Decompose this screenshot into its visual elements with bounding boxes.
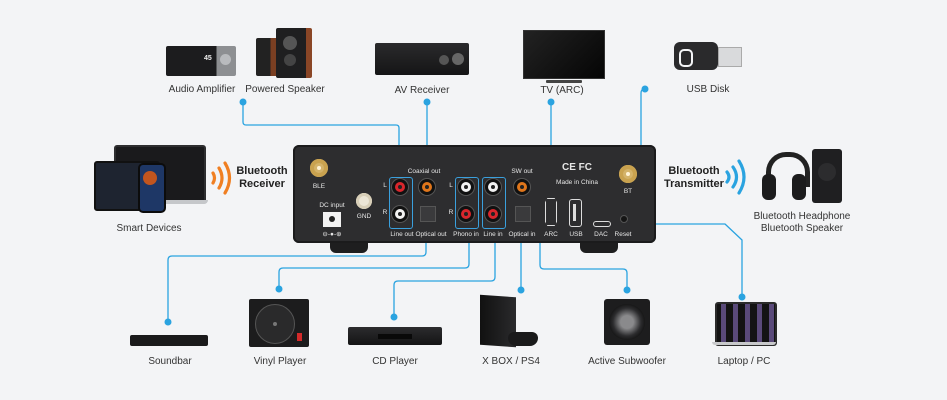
connector-dot (641, 85, 649, 93)
phono-in-l-jack[interactable] (458, 179, 474, 195)
ble-antenna-connector[interactable] (310, 159, 328, 177)
device-rear-panel: BLE DC input ⊖-●-⊕ GND Coaxial out L R L… (293, 145, 656, 243)
usb-port[interactable] (569, 199, 582, 227)
phono-in-label: Phono in (453, 231, 479, 238)
line-in-group (482, 177, 506, 229)
line-out-group (389, 177, 413, 229)
panel-foot (330, 243, 368, 253)
optical-out-label: Optical out (415, 231, 447, 238)
powered-speaker-image (254, 24, 314, 80)
arc-label: ARC (544, 231, 558, 238)
line-in-label: Line in (483, 231, 503, 238)
line-out-r-jack[interactable] (392, 206, 408, 222)
gnd-terminal[interactable] (356, 193, 372, 209)
reset-label: Reset (614, 231, 632, 238)
optical-in-port[interactable] (515, 206, 531, 222)
tv-image (523, 30, 605, 83)
bluetooth-headphone-image (760, 150, 810, 202)
connector-dot (623, 286, 631, 294)
laptop-label: Laptop / PC (717, 356, 771, 367)
dc-input-port[interactable] (323, 212, 341, 227)
dc-input-label: DC input (319, 202, 345, 209)
bluetooth-speaker-image (812, 149, 842, 203)
connector-dot (390, 313, 398, 321)
usb-label: USB (569, 231, 583, 238)
l-label: L (383, 182, 387, 189)
l-label: L (449, 182, 453, 189)
cd-player-image (348, 327, 442, 345)
bluetooth-receiver-label: Bluetooth Receiver (236, 165, 288, 190)
laptop-image (712, 302, 777, 346)
av-receiver-label: AV Receiver (394, 85, 450, 96)
av-receiver-image (375, 43, 469, 75)
connector-dot (275, 285, 283, 293)
made-in-china-label: Made in China (556, 179, 598, 186)
console-label: X BOX / PS4 (482, 356, 540, 367)
usb-disk-label: USB Disk (686, 84, 730, 95)
ble-label: BLE (312, 183, 326, 190)
line-out-l-jack[interactable] (392, 179, 408, 195)
subwoofer-image (604, 299, 650, 345)
vinyl-player-label: Vinyl Player (253, 356, 307, 367)
bt-label: BT (623, 188, 633, 195)
connector-dot (164, 318, 172, 326)
dac-usb-c-port[interactable] (593, 221, 611, 227)
connector-dot (423, 98, 431, 106)
connector-dot (517, 286, 525, 294)
phono-in-group (455, 177, 479, 229)
optical-in-label: Optical in (508, 231, 536, 238)
subwoofer-label: Active Subwoofer (588, 356, 666, 367)
r-label: R (382, 209, 388, 216)
sw-out-jack[interactable] (514, 179, 530, 195)
console-image (480, 294, 540, 348)
bluetooth-receiver-waves-icon (211, 161, 232, 195)
connector-dot (738, 293, 746, 301)
dac-label: DAC (594, 231, 608, 238)
soundbar-label: Soundbar (148, 356, 192, 367)
panel-foot (580, 243, 618, 253)
smart-devices-image (92, 143, 210, 213)
soundbar-image (130, 335, 208, 346)
audio-amplifier-image: 45 (166, 46, 236, 76)
arc-hdmi-port[interactable] (545, 198, 557, 226)
coaxial-out-label: Coaxial out (407, 168, 441, 175)
sw-out-label: SW out (511, 168, 533, 175)
line-out-label: Line out (390, 231, 414, 238)
vinyl-player-image (249, 299, 309, 347)
bt-antenna-connector[interactable] (619, 165, 637, 183)
polarity-symbol: ⊖-●-⊕ (322, 231, 342, 238)
coaxial-out-jack[interactable] (419, 179, 435, 195)
reset-button[interactable] (620, 215, 628, 223)
certification-marks: CE FC (562, 162, 592, 173)
cd-player-label: CD Player (372, 356, 418, 367)
bluetooth-transmitter-waves-icon (725, 159, 746, 195)
smart-devices-label: Smart Devices (116, 223, 182, 234)
phono-in-r-jack[interactable] (458, 206, 474, 222)
bluetooth-headphone-label: Bluetooth Headphone (753, 211, 851, 222)
connector-dot (239, 98, 247, 106)
bluetooth-speaker-label: Bluetooth Speaker (760, 223, 844, 234)
r-label: R (448, 209, 454, 216)
usb-disk-image (674, 42, 742, 70)
powered-speaker-label: Powered Speaker (245, 84, 325, 95)
bluetooth-transmitter-label: Bluetooth Transmitter (664, 165, 724, 190)
line-in-l-jack[interactable] (485, 179, 501, 195)
connector-dot (547, 98, 555, 106)
optical-out-port[interactable] (420, 206, 436, 222)
gnd-label: GND (356, 213, 372, 220)
tv-label: TV (ARC) (540, 85, 584, 96)
audio-amplifier-label: Audio Amplifier (168, 84, 236, 95)
line-in-r-jack[interactable] (485, 206, 501, 222)
